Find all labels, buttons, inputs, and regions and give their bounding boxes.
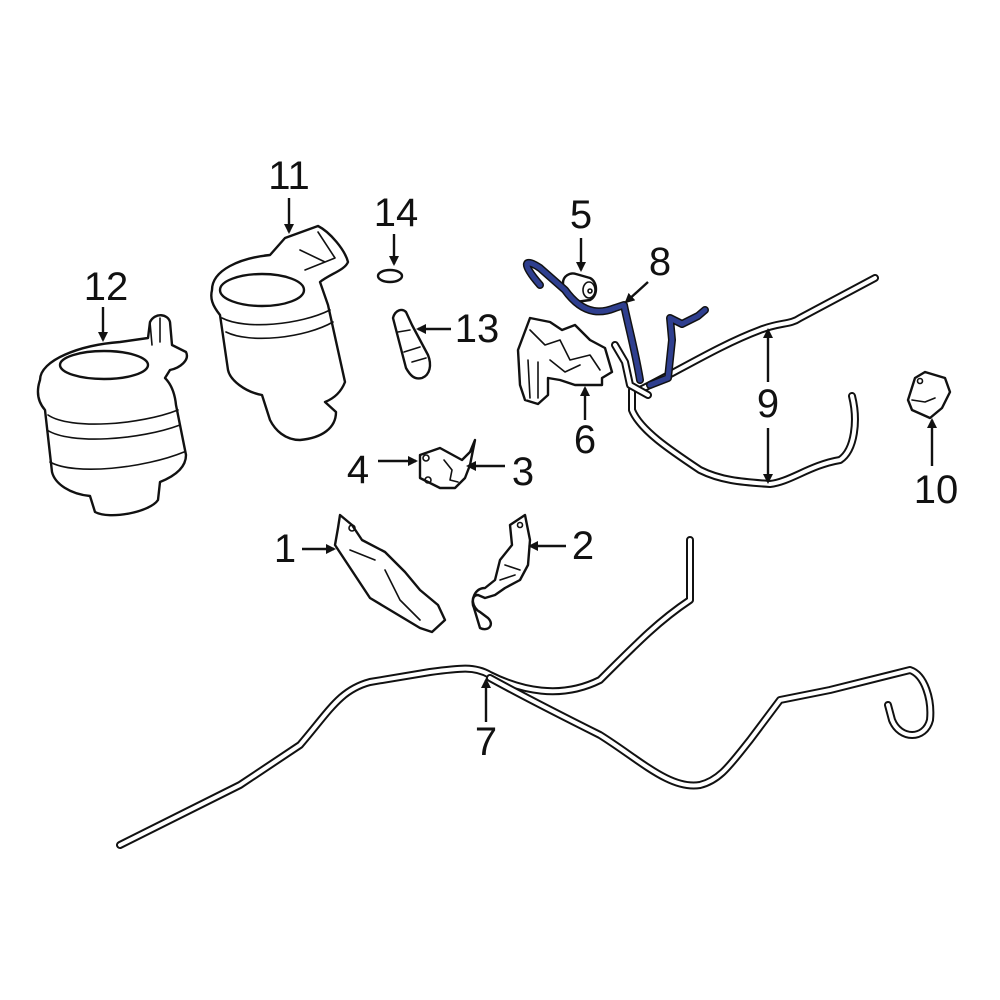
height-sensor-2-icon	[471, 513, 532, 631]
compressor-6-icon	[516, 316, 614, 406]
callout-11: 11	[268, 154, 310, 198]
air-spring-12-icon	[36, 314, 189, 517]
callout-7: 7	[474, 720, 498, 764]
air-line-7-icon	[116, 536, 935, 849]
callout-13: 13	[454, 307, 500, 351]
o-ring-14-icon	[376, 268, 404, 284]
callout-14: 14	[373, 191, 419, 235]
leader-arrows	[98, 198, 937, 722]
callout-6: 6	[573, 418, 597, 462]
valve-13-icon	[391, 308, 432, 380]
callout-9: 9	[756, 382, 780, 426]
callout-2: 2	[571, 524, 595, 568]
callout-12: 12	[83, 265, 129, 309]
bracket-3-4-icon	[418, 438, 477, 490]
callout-10: 10	[913, 468, 959, 512]
callout-5: 5	[569, 193, 593, 237]
callout-3: 3	[511, 450, 535, 494]
callout-8: 8	[648, 240, 672, 284]
callout-1: 1	[273, 527, 297, 571]
module-1-icon	[333, 513, 447, 634]
air-spring-11-icon	[210, 224, 350, 442]
air-line-8-highlighted-icon	[522, 258, 709, 389]
callout-4: 4	[346, 448, 370, 492]
bracket-10-icon	[906, 370, 952, 420]
